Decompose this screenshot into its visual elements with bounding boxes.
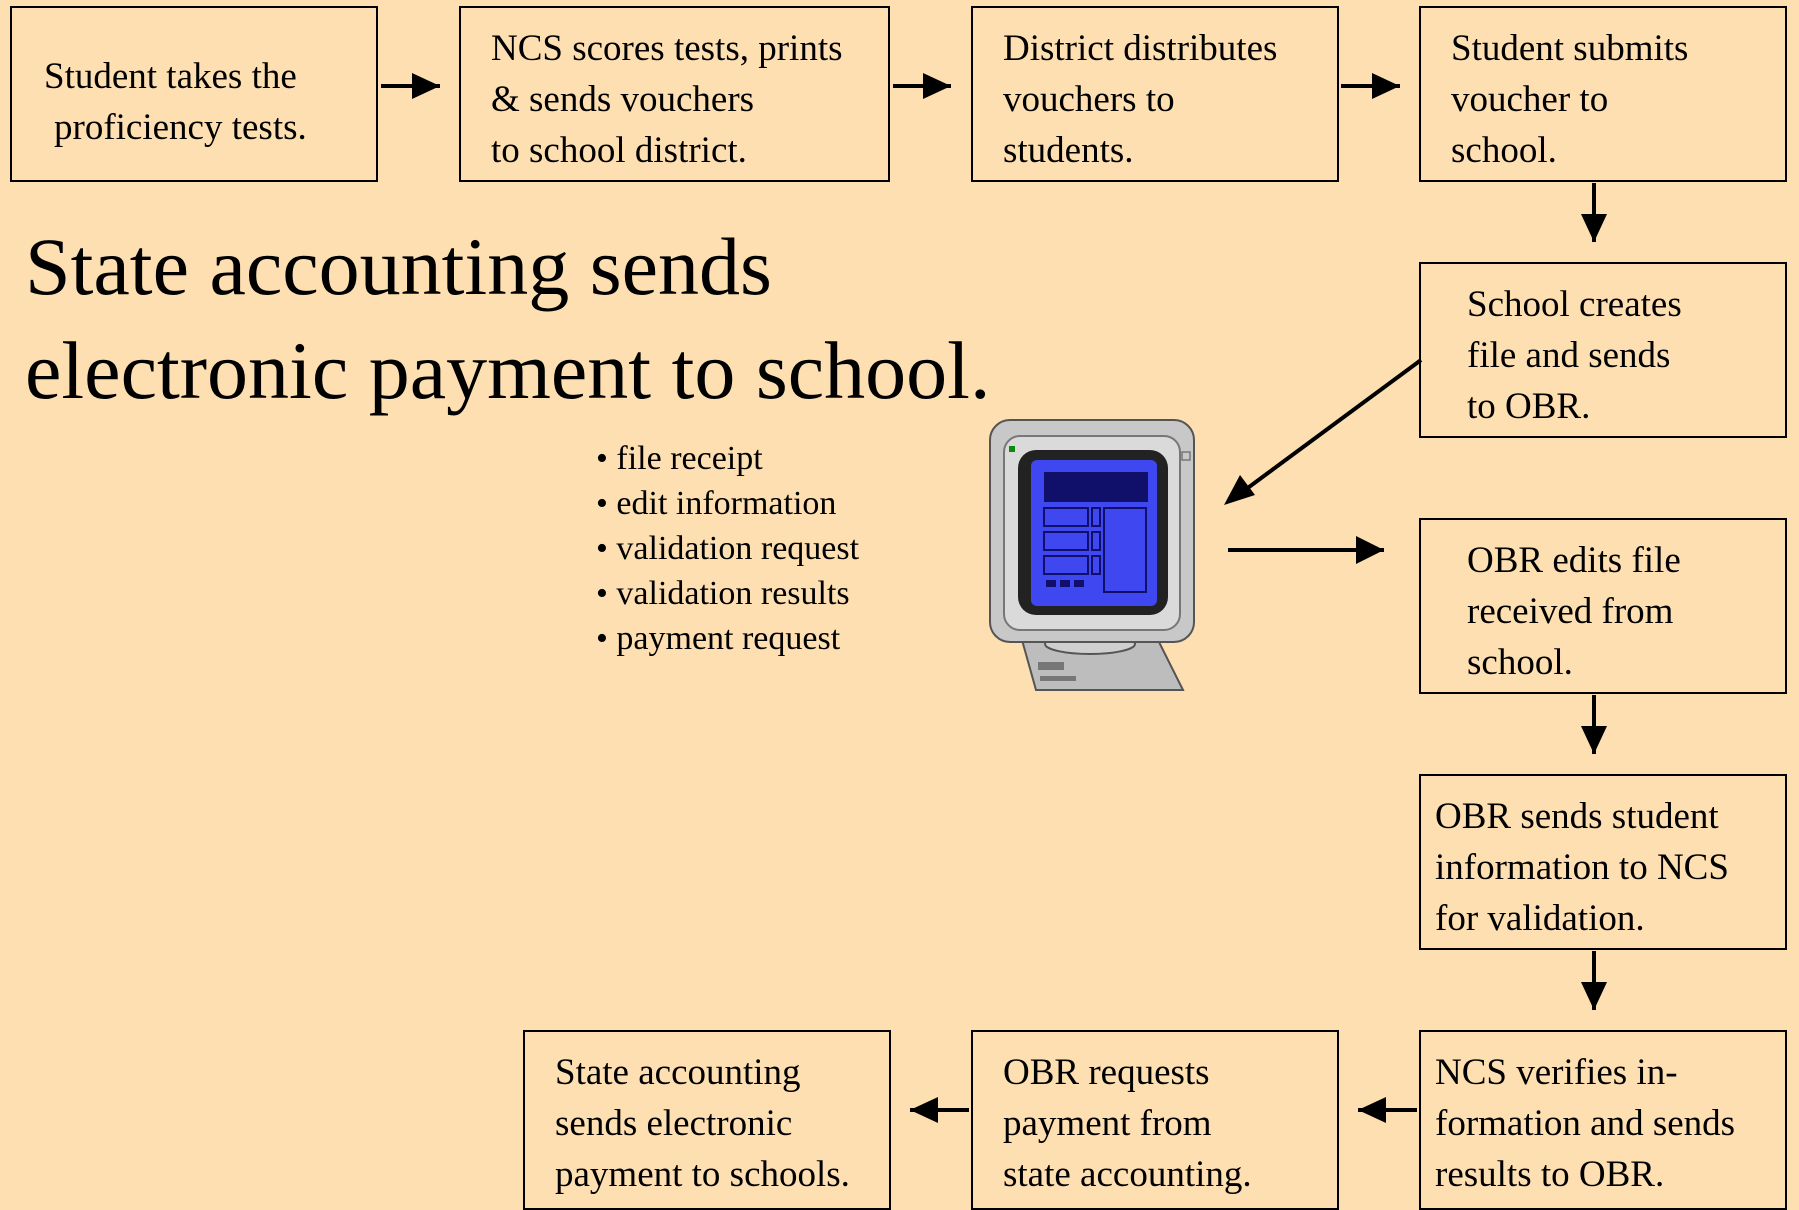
arrow-down-head — [1581, 982, 1607, 1010]
computer-monitor-icon — [989, 419, 1195, 691]
step-8-line-2: formation and sends — [1435, 1103, 1736, 1144]
step-7-line-3: for validation. — [1435, 898, 1645, 939]
slide-title: State accounting sends electronic paymen… — [25, 215, 990, 423]
bullet-item: • validation request — [596, 530, 860, 567]
step-6-box: OBR edits file received from school. — [1419, 518, 1787, 694]
step-10-box: State accounting sends electronic paymen… — [523, 1030, 891, 1210]
step-9-line-3: state accounting. — [1003, 1154, 1252, 1195]
step-5-line-1: School creates — [1467, 284, 1682, 325]
step-5-box: School creates file and sends to OBR. — [1419, 262, 1787, 438]
bullet-item: • payment request — [596, 620, 841, 657]
step-6-line-2: received from — [1467, 591, 1674, 632]
step-1-box: Student takes the proficiency tests. — [10, 6, 378, 182]
arrow-diagonal-head — [1224, 475, 1255, 505]
step-8-line-1: NCS verifies in- — [1435, 1052, 1678, 1093]
step-2-line-2: & sends vouchers — [491, 79, 755, 120]
arrow-right-head — [412, 73, 440, 99]
bullet-item: • edit information — [596, 485, 837, 522]
slide-title-line-1: State accounting sends — [25, 221, 772, 312]
step-6-line-1: OBR edits file — [1467, 540, 1681, 581]
arrow-left-head — [910, 1097, 938, 1123]
process-bullet-list: • file receipt • edit information • vali… — [596, 436, 859, 661]
step-8-box: NCS verifies in- formation and sends res… — [1419, 1030, 1787, 1210]
arrow-down-head — [1581, 726, 1607, 754]
step-10-line-3: payment to schools. — [555, 1154, 850, 1195]
bullet-item: • validation results — [596, 575, 850, 612]
step-9-line-2: payment from — [1003, 1103, 1212, 1144]
step-3-box: District distributes vouchers to student… — [971, 6, 1339, 182]
step-5-line-2: file and sends — [1467, 335, 1671, 376]
step-2-line-3: to school district. — [491, 130, 747, 171]
step-9-line-1: OBR requests — [1003, 1052, 1210, 1093]
step-9-box: OBR requests payment from state accounti… — [971, 1030, 1339, 1210]
step-4-line-3: school. — [1451, 130, 1557, 171]
step-4-line-1: Student submits — [1451, 28, 1689, 69]
step-4-line-2: voucher to — [1451, 79, 1609, 120]
step-3-line-3: students. — [1003, 130, 1134, 171]
step-10-line-1: State accounting — [555, 1052, 801, 1093]
step-7-box: OBR sends student information to NCS for… — [1419, 774, 1787, 950]
step-3-line-2: vouchers to — [1003, 79, 1175, 120]
step-10-line-2: sends electronic — [555, 1103, 793, 1144]
arrow-right-head — [1356, 536, 1384, 564]
arrow-left-head — [1358, 1097, 1386, 1123]
slide-title-line-2: electronic payment to school. — [25, 325, 991, 416]
step-1-line-1: Student takes the — [44, 56, 297, 97]
arrow-down-head — [1581, 214, 1607, 242]
step-4-box: Student submits voucher to school. — [1419, 6, 1787, 182]
arrow-right-head — [923, 73, 951, 99]
step-3-line-1: District distributes — [1003, 28, 1278, 69]
step-1-line-2: proficiency tests. — [54, 107, 307, 148]
step-8-line-3: results to OBR. — [1435, 1154, 1665, 1195]
step-7-line-2: information to NCS — [1435, 847, 1729, 888]
arrow-diagonal — [1243, 358, 1423, 492]
bullet-item: • file receipt — [596, 440, 763, 477]
step-6-line-3: school. — [1467, 642, 1573, 683]
step-2-box: NCS scores tests, prints & sends voucher… — [459, 6, 890, 182]
step-7-line-1: OBR sends student — [1435, 796, 1719, 837]
step-2-line-1: NCS scores tests, prints — [491, 28, 843, 69]
arrow-right-head — [1372, 73, 1400, 99]
step-5-line-3: to OBR. — [1467, 386, 1591, 427]
